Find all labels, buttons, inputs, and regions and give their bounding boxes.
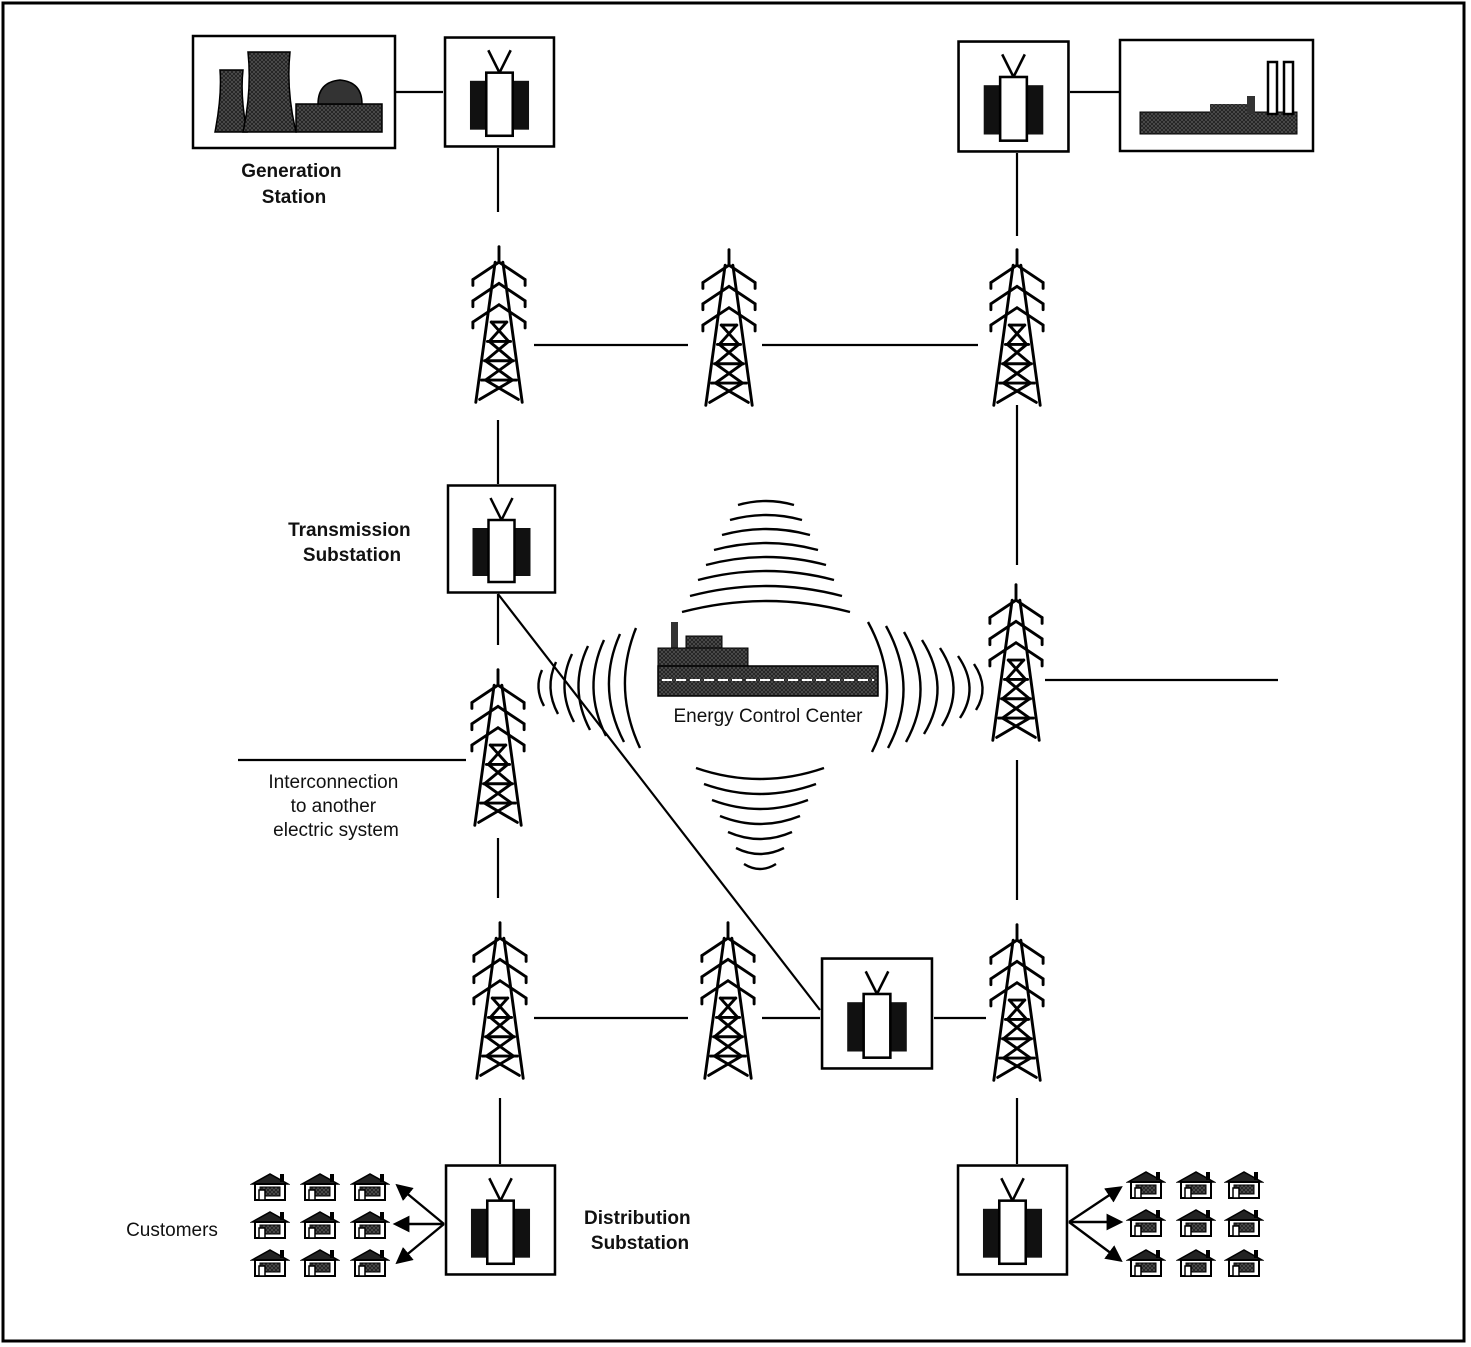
transmission-tower-icon <box>989 248 1045 407</box>
customers-label: Customers <box>126 1220 218 1241</box>
house-icon <box>1177 1249 1215 1277</box>
radio-signal-waves-icon <box>537 499 984 871</box>
arrow-icon <box>1068 1186 1123 1223</box>
house-icon <box>1177 1209 1215 1237</box>
transmission-tower-icon <box>471 245 527 404</box>
power-plant-icon <box>191 34 397 150</box>
transformer-icon <box>957 40 1070 153</box>
house-icon <box>351 1211 389 1239</box>
customers-left <box>251 1173 445 1277</box>
transformer-icon <box>446 484 557 594</box>
factory-icon <box>1118 38 1315 153</box>
generation-station-label: Generation Station <box>241 161 347 208</box>
interconnection-label: Interconnection to another electric syst… <box>268 772 403 841</box>
wires <box>238 90 1278 1164</box>
transmission-substation-label: Transmission Substation <box>288 520 416 566</box>
transmission-tower-icon <box>989 923 1045 1082</box>
house-icon <box>1127 1171 1165 1199</box>
house-icon <box>351 1249 389 1277</box>
house-icon <box>1127 1249 1165 1277</box>
house-icon <box>1225 1249 1263 1277</box>
transformer-icon <box>443 36 556 148</box>
transmission-tower-icon <box>701 248 757 407</box>
arrow-icon <box>395 1223 445 1265</box>
house-icon <box>251 1173 289 1201</box>
energy-control-center-label: Energy Control Center <box>673 706 863 727</box>
transmission-tower-icon <box>988 583 1044 742</box>
house-icon <box>1177 1171 1215 1199</box>
arrow-icon <box>1068 1221 1123 1263</box>
transformer-icon <box>444 1164 557 1276</box>
transmission-tower-icon <box>472 921 528 1080</box>
transmission-tower-icon <box>700 921 756 1080</box>
house-icon <box>1225 1171 1263 1199</box>
customers-right <box>1068 1171 1263 1277</box>
transformer-icon <box>820 957 934 1070</box>
house-icon <box>351 1173 389 1201</box>
house-icon <box>1127 1209 1165 1237</box>
distribution-substation-label: Distribution Substation <box>584 1208 696 1254</box>
wire-diagonal <box>497 593 821 1011</box>
arrow-icon <box>395 1183 445 1225</box>
house-icon <box>1225 1209 1263 1237</box>
transformer-icon <box>956 1164 1069 1276</box>
transmission-tower-icon <box>470 668 526 827</box>
control-center-building-icon <box>657 622 879 697</box>
house-icon <box>301 1249 339 1277</box>
house-icon <box>251 1249 289 1277</box>
house-icon <box>301 1211 339 1239</box>
house-icon <box>251 1211 289 1239</box>
house-icon <box>301 1173 339 1201</box>
